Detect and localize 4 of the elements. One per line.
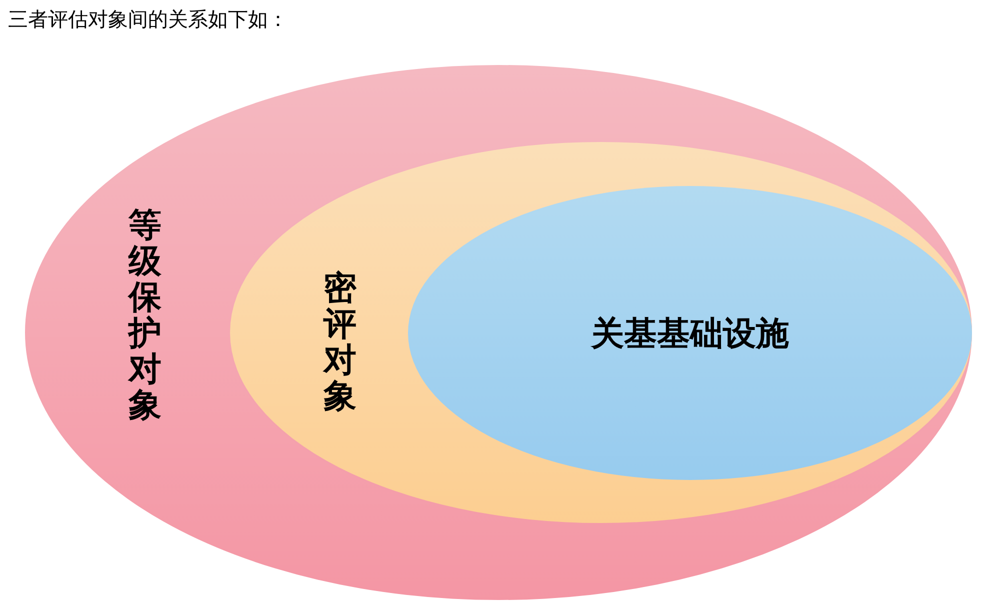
heading: 三者评估对象间的关系如下如： xyxy=(8,6,288,33)
region-label: 等级保护对象 xyxy=(127,207,162,423)
region-label: 关基基础设施 xyxy=(591,316,789,350)
region-label: 密评对象 xyxy=(322,270,358,414)
